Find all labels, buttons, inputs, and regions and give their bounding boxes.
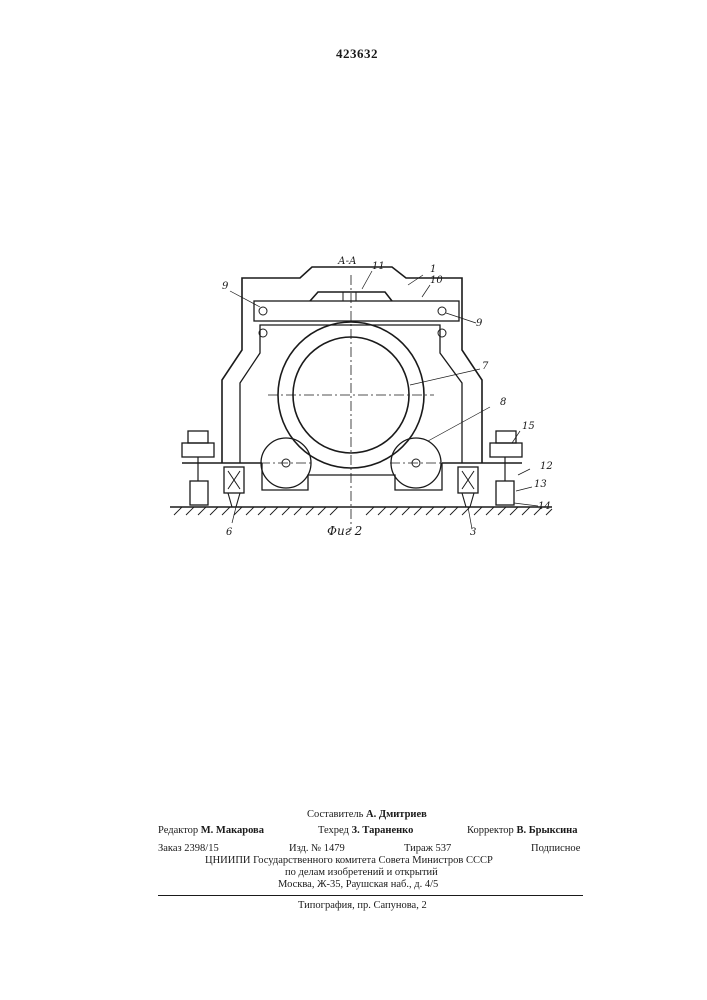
section-label: А-А: [337, 256, 357, 267]
editor-line: Редактор М. Макарова: [158, 825, 264, 836]
part-label-13: 13: [534, 479, 547, 490]
order-number: Заказ 2398/15: [158, 843, 219, 854]
compiler-name: А. Дмитриев: [366, 809, 427, 820]
part-label-8: 8: [500, 397, 506, 408]
techred-name: З. Тараненко: [352, 825, 414, 836]
part-label-12: 12: [540, 461, 553, 472]
corrector-name: В. Брыксина: [516, 825, 577, 836]
part-label-11: 11: [372, 261, 385, 272]
part-label-3: 3: [470, 527, 476, 538]
editor-name: М. Макарова: [201, 825, 264, 836]
figure-caption: Фиг 2: [327, 524, 362, 538]
divider: [158, 895, 583, 896]
technical-drawing: А-А 1 3 6 7 8 9 9 10 11 12 13 14 15 Фиг …: [160, 245, 560, 550]
corrector-line: Корректор В. Брыксина: [467, 825, 577, 836]
organization-line-2: по делам изобретений и открытий: [285, 867, 438, 878]
part-label-7: 7: [482, 361, 489, 372]
organization-line-1: ЦНИИПИ Государственного комитета Совета …: [205, 855, 493, 866]
techred-label: Техред: [318, 825, 349, 836]
part-label-9-left: 9: [222, 281, 229, 292]
housing-outline: [222, 267, 482, 463]
edition-number: Изд. № 1479: [289, 843, 345, 854]
part-label-1: 1: [430, 264, 436, 275]
crossbeam: [254, 301, 459, 321]
printer: Типография, пр. Сапунова, 2: [298, 900, 427, 911]
part-label-6: 6: [226, 527, 233, 538]
subscription-note: Подписное: [531, 843, 580, 854]
part-label-15: 15: [522, 421, 535, 432]
jack-left-nut: [188, 431, 208, 443]
compiler-line: Составитель А. Дмитриев: [307, 809, 427, 820]
compiler-label: Составитель: [307, 809, 363, 820]
circulation: Тираж 537: [404, 843, 451, 854]
jack-right-plate: [490, 443, 522, 457]
jack-left-plate: [182, 443, 214, 457]
corrector-label: Корректор: [467, 825, 514, 836]
address: Москва, Ж-35, Раушская наб., д. 4/5: [278, 879, 438, 890]
patent-number: 423632: [336, 46, 378, 62]
part-label-10: 10: [430, 275, 443, 286]
editor-label: Редактор: [158, 825, 198, 836]
part-label-14: 14: [538, 501, 551, 512]
techred-line: Техред З. Тараненко: [318, 825, 413, 836]
part-label-9-right: 9: [476, 318, 483, 329]
